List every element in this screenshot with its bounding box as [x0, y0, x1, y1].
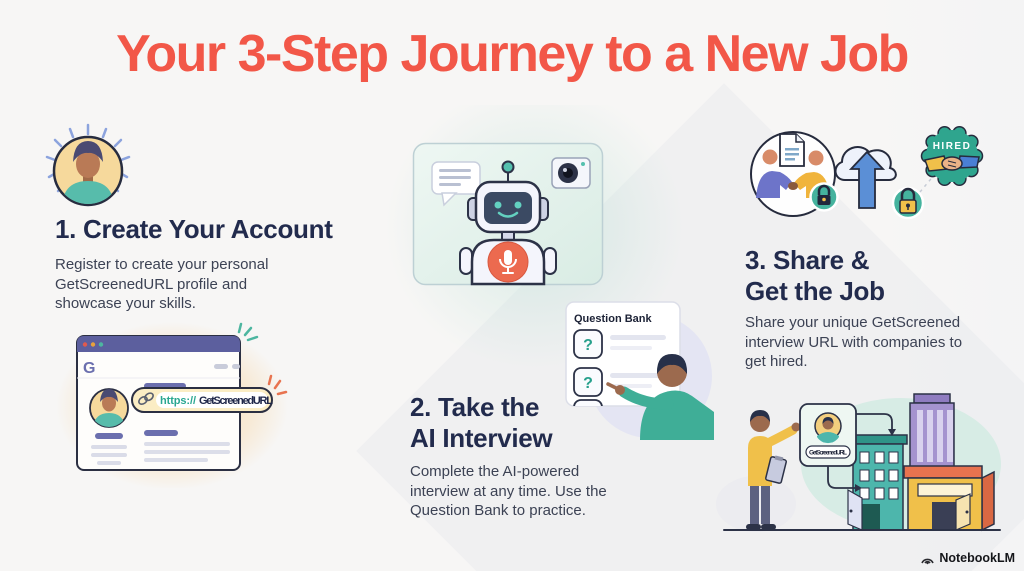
microphone-icon [487, 241, 529, 283]
profile-avatar-icon [89, 388, 129, 428]
share-flow-icons: HIRED [750, 125, 984, 220]
open-door-icon [955, 493, 971, 531]
question-bank-title: Question Bank [574, 313, 653, 325]
step3-description: Share your unique GetScreened interview … [745, 314, 963, 370]
teal-sparkle-dashes-icon [237, 322, 259, 342]
url-text: https:// GetScreenedURL [160, 395, 273, 407]
clipboard-icon [765, 455, 787, 484]
url-pill: https:// GetScreenedURL [131, 387, 273, 413]
step2-heading-line2: AI Interview [410, 423, 553, 453]
question-mark-icon: ? [583, 375, 593, 392]
coral-sparkle-dashes-icon [267, 374, 288, 396]
step1-heading: 1. Create Your Account [55, 214, 333, 245]
step3-heading-line1: 3. Share & [745, 245, 870, 275]
lock-icon [809, 182, 839, 212]
question-row: ? [573, 367, 666, 397]
hired-label: HIRED [933, 141, 972, 152]
menu-pill [232, 364, 240, 369]
question-row-partial [573, 399, 603, 406]
notebooklm-watermark: NotebookLM [920, 551, 1015, 565]
link-icon [138, 392, 154, 405]
card-url-pill [805, 445, 851, 459]
open-door-icon [847, 488, 863, 531]
person-sharing-illustration [746, 410, 801, 530]
speech-bubble-icon [431, 161, 481, 207]
page-title: Your 3-Step Journey to a New Job [116, 25, 909, 83]
camera-icon [551, 157, 591, 189]
step2-description: Complete the AI-powered interview at any… [410, 463, 607, 519]
window-control-dots-icon [82, 342, 104, 347]
menu-pill [214, 364, 228, 369]
ai-robot-card-illustration [412, 142, 604, 286]
handshake-document-icon [750, 131, 839, 217]
pointing-person-illustration [606, 354, 714, 440]
user-avatar-icon [45, 123, 131, 207]
step1-description: Register to create your personal GetScre… [55, 256, 269, 312]
flow-arrows [827, 413, 896, 492]
content-text-lines [144, 383, 230, 462]
step3-heading: 3. Share & Get the Job [745, 245, 885, 307]
question-row: ? [573, 329, 666, 359]
robot-icon [459, 160, 557, 286]
step1-heading-text: 1. Create Your Account [55, 214, 333, 244]
browser-profile-illustration: G [56, 322, 288, 488]
share-url-companies-illustration: GetScreenedURL [716, 393, 1001, 532]
question-bank-illustration: Question Bank ? ? [565, 301, 714, 440]
lock-icon [891, 186, 925, 220]
question-rows: ? ? [573, 329, 666, 406]
person-bust-icon [62, 141, 114, 204]
watermark-label: NotebookLM [939, 551, 1015, 565]
handshake-icon [923, 155, 980, 172]
step2-heading: 2. Take the AI Interview [410, 392, 553, 454]
profile-card: GetScreenedURL [799, 403, 857, 467]
url-host: GetScreenedURL [199, 395, 273, 407]
card-url-label: GetScreenedURL [809, 450, 847, 457]
cloud-upload-icon [834, 146, 897, 209]
step2-heading-line1: 2. Take the [410, 392, 540, 422]
notebooklm-logo-icon [921, 558, 935, 564]
browser-titlebar [77, 336, 240, 352]
sidebar-text-lines [91, 433, 127, 465]
step3-heading-line2: Get the Job [745, 276, 885, 306]
g-logo: G [83, 360, 95, 377]
hired-badge-icon: HIRED [920, 125, 984, 187]
url-scheme: https:// [160, 395, 196, 407]
question-mark-icon: ? [583, 337, 593, 354]
